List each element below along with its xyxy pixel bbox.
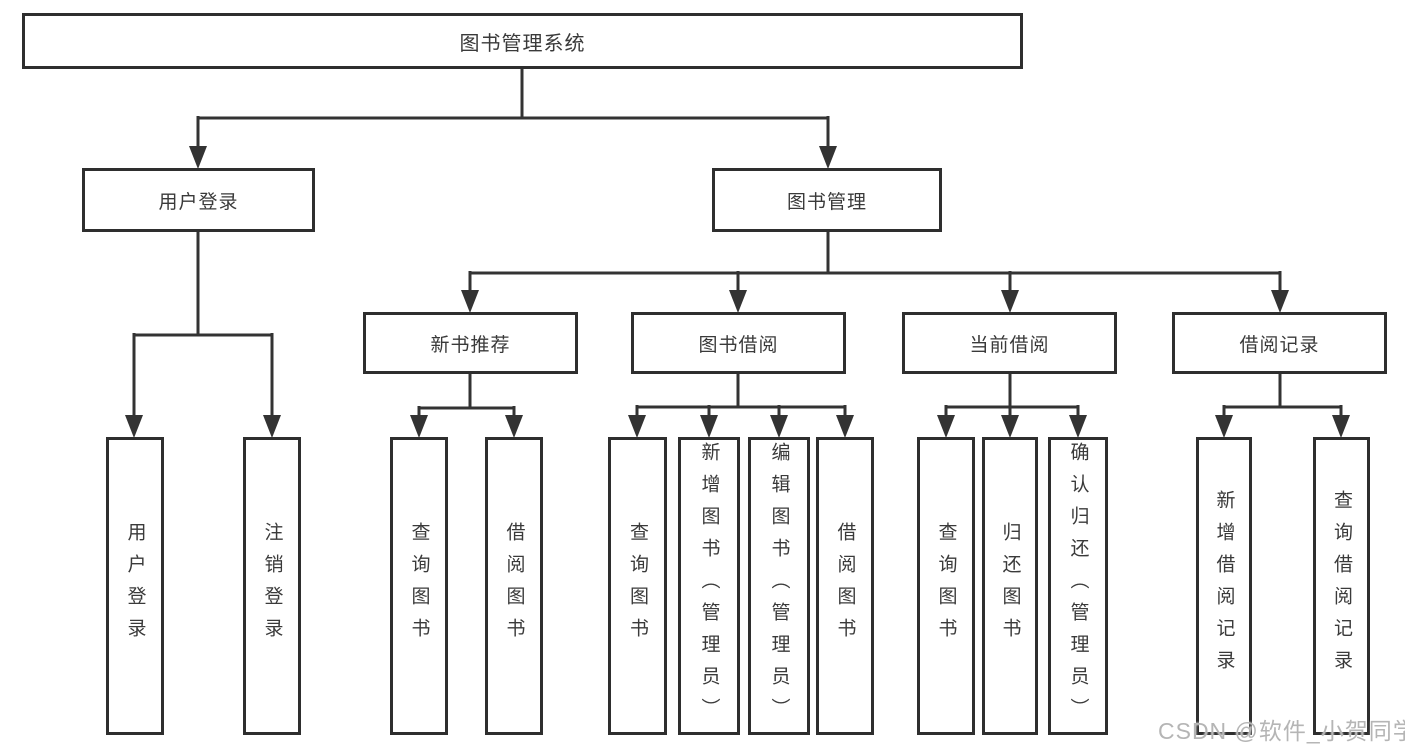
node-book-management-label: 图书管理 xyxy=(786,191,867,213)
leaf-records-add-record-label: 新增借阅记录 xyxy=(1213,490,1235,682)
leaf-current-query-books-label: 查询图书 xyxy=(935,522,957,650)
leaf-borrowing-query-books-label: 查询图书 xyxy=(627,522,648,650)
node-user-login-label: 用户登录 xyxy=(158,191,239,213)
leaf-user-login-label: 用户登录 xyxy=(124,522,146,650)
leaf-user-login: 用户登录 xyxy=(106,437,164,735)
leaf-logout: 注销登录 xyxy=(243,437,301,735)
node-root: 图书管理系统 xyxy=(22,13,1023,69)
node-current-borrowing: 当前借阅 xyxy=(902,312,1117,374)
leaf-records-query-record-label: 查询借阅记录 xyxy=(1331,490,1352,682)
node-user-login: 用户登录 xyxy=(82,168,315,232)
leaf-borrowing-add-book-admin: 新增图书（管理员） xyxy=(678,437,740,735)
leaf-borrowing-borrow-books: 借阅图书 xyxy=(816,437,874,735)
node-new-book-recommend: 新书推荐 xyxy=(363,312,578,374)
node-book-management: 图书管理 xyxy=(712,168,942,232)
leaf-borrowing-edit-book-admin: 编辑图书（管理员） xyxy=(748,437,810,735)
connector-borrowing-records-children xyxy=(1215,374,1350,438)
connector-book-borrowing-children xyxy=(628,374,854,438)
leaf-current-query-books: 查询图书 xyxy=(917,437,975,735)
leaf-current-confirm-return-admin: 确认归还（管理员） xyxy=(1048,437,1108,735)
connector-book-management-to-level3 xyxy=(461,232,1289,313)
node-book-borrowing-label: 图书借阅 xyxy=(698,334,779,356)
node-borrowing-records-label: 借阅记录 xyxy=(1239,334,1320,356)
leaf-records-add-record: 新增借阅记录 xyxy=(1196,437,1252,735)
leaf-recommend-query-books-label: 查询图书 xyxy=(408,522,430,650)
connector-root-to-level2 xyxy=(189,69,837,169)
leaf-recommend-borrow-books-label: 借阅图书 xyxy=(503,522,525,650)
leaf-current-confirm-return-admin-label: 确认归还（管理员） xyxy=(1067,442,1089,730)
leaf-borrowing-add-book-admin-label: 新增图书（管理员） xyxy=(698,442,720,730)
leaf-borrowing-query-books: 查询图书 xyxy=(608,437,667,735)
connector-user-login-children xyxy=(125,232,281,438)
leaf-current-return-books: 归还图书 xyxy=(982,437,1038,735)
node-book-borrowing: 图书借阅 xyxy=(631,312,846,374)
leaf-borrowing-borrow-books-label: 借阅图书 xyxy=(834,522,856,650)
node-current-borrowing-label: 当前借阅 xyxy=(969,334,1050,356)
leaf-current-return-books-label: 归还图书 xyxy=(999,522,1021,650)
leaf-logout-label: 注销登录 xyxy=(261,522,283,650)
leaf-recommend-borrow-books: 借阅图书 xyxy=(485,437,543,735)
leaf-records-query-record: 查询借阅记录 xyxy=(1313,437,1370,735)
connector-current-borrowing-children xyxy=(937,374,1087,438)
node-root-label: 图书管理系统 xyxy=(459,32,586,55)
connector-new-book-recommend-children xyxy=(410,374,523,438)
node-borrowing-records: 借阅记录 xyxy=(1172,312,1387,374)
leaf-recommend-query-books: 查询图书 xyxy=(390,437,448,735)
leaf-borrowing-edit-book-admin-label: 编辑图书（管理员） xyxy=(768,442,790,730)
node-new-book-recommend-label: 新书推荐 xyxy=(430,334,511,356)
